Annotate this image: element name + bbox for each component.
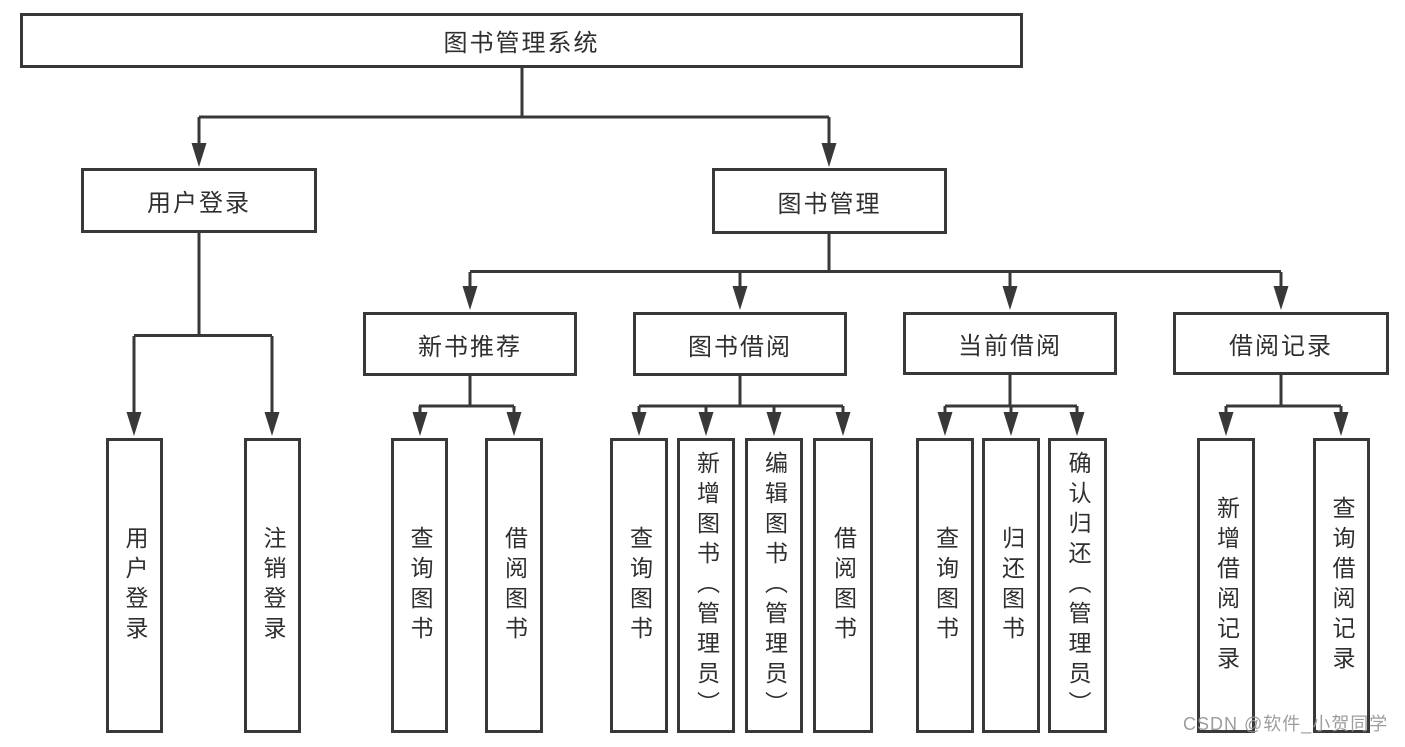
node-borrow-record-label: 借阅记录 [1229,333,1333,360]
leaf-newbook-query-books: 查询图书 [391,438,448,733]
leaf-logout-label: 注销登录 [260,525,286,646]
node-root: 图书管理系统 [20,13,1023,68]
arrowheads [126,143,1349,436]
leaf-current-return-books: 归还图书 [982,438,1040,733]
leaf-current-return-books-label: 归还图书 [998,525,1025,646]
leaf-record-add-borrow-record: 新增借阅记录 [1197,438,1255,733]
leaf-borrow-query-books-label: 查询图书 [626,525,653,646]
node-new-book-recommend: 新书推荐 [363,312,577,376]
leaf-borrow-edit-books-admin: 编辑图书（管理员） [745,438,803,733]
node-book-borrow: 图书借阅 [633,312,847,376]
leaf-record-add-borrow-record-label: 新增借阅记录 [1213,495,1240,676]
node-user-login-label: 用户登录 [147,190,251,217]
leaf-newbook-query-books-label: 查询图书 [407,525,433,646]
leaf-borrow-query-books: 查询图书 [610,438,668,733]
leaf-current-confirm-return-admin: 确认归还（管理员） [1048,438,1107,733]
leaf-record-query-borrow-record: 查询借阅记录 [1313,438,1370,733]
leaf-user-login-label: 用户登录 [122,525,148,646]
node-book-borrow-label: 图书借阅 [688,333,792,361]
leaf-newbook-borrow-books: 借阅图书 [485,438,543,733]
node-current-borrow: 当前借阅 [903,312,1117,375]
leaf-current-query-books: 查询图书 [916,438,974,733]
leaf-user-login: 用户登录 [106,438,163,733]
leaf-logout: 注销登录 [244,438,301,733]
leaf-borrow-borrow-books-label: 借阅图书 [830,525,857,646]
csdn-watermark: CSDN @软件_小贺同学 [1183,714,1389,734]
node-current-borrow-label: 当前借阅 [958,333,1062,360]
node-borrow-record: 借阅记录 [1173,312,1389,375]
leaf-borrow-borrow-books: 借阅图书 [813,438,873,733]
node-user-login: 用户登录 [81,168,317,233]
leaf-current-confirm-return-admin-label: 确认归还（管理员） [1065,450,1091,721]
leaf-borrow-edit-books-admin-label: 编辑图书（管理员） [761,450,788,721]
leaf-current-query-books-label: 查询图书 [932,525,959,646]
leaf-record-query-borrow-record-label: 查询借阅记录 [1329,495,1355,676]
node-new-book-recommend-label: 新书推荐 [418,333,522,361]
leaf-borrow-add-books-admin: 新增图书（管理员） [677,438,735,733]
node-root-label: 图书管理系统 [443,30,600,57]
leaf-newbook-borrow-books-label: 借阅图书 [501,525,528,646]
leaf-borrow-add-books-admin-label: 新增图书（管理员） [693,450,720,721]
node-book-management: 图书管理 [712,168,947,234]
node-book-management-label: 图书管理 [777,190,882,218]
